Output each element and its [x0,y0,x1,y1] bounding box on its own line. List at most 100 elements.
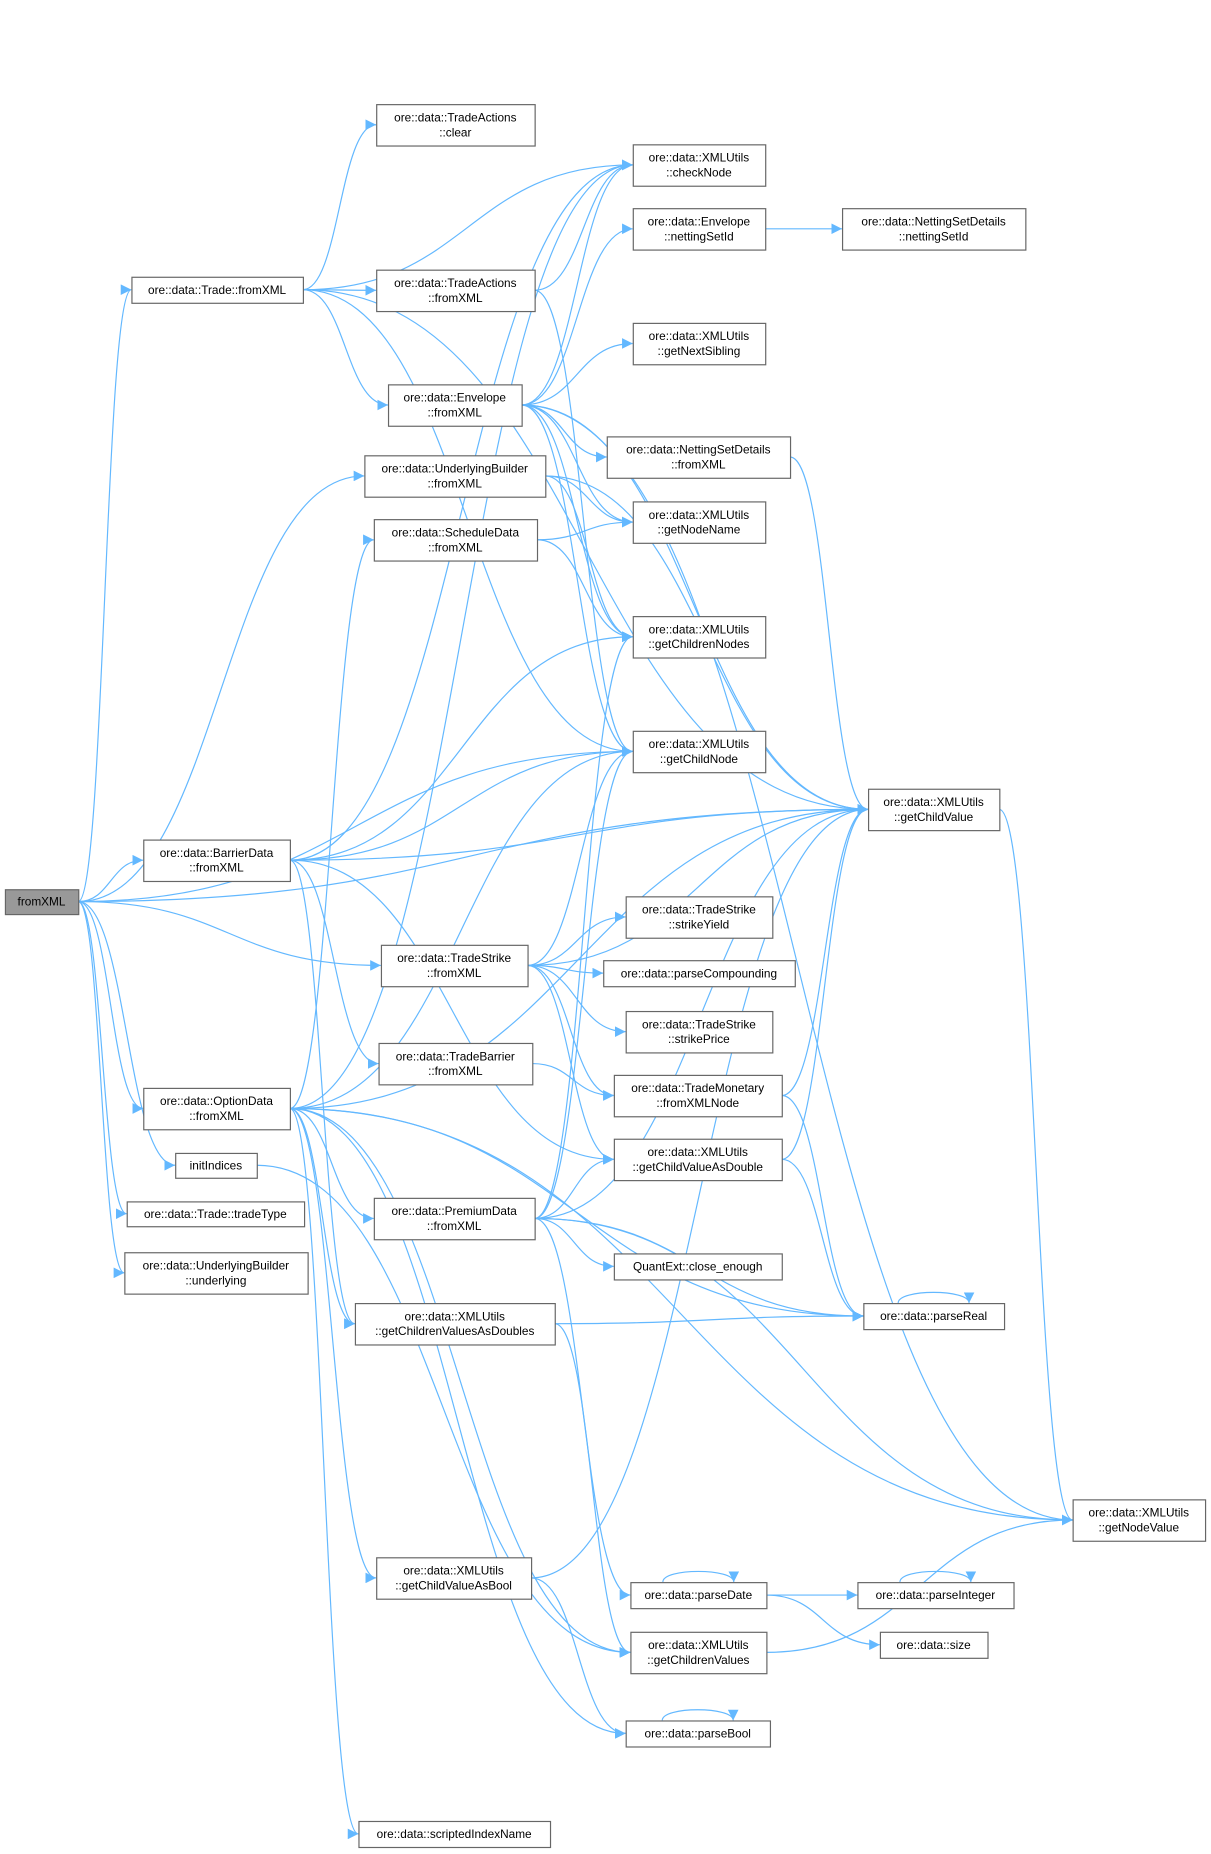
node-box [630,1631,768,1675]
node-parsereal[interactable]: ore::data::parseReal [863,1303,1006,1331]
node-env-fromxml[interactable]: ore::data::Envelope::fromXML [387,384,523,427]
node-label: ore::data::XMLUtils [883,795,984,809]
node-label: ::getNodeValue [1098,1521,1179,1535]
node-box [632,616,767,659]
node-ub-underlying[interactable]: ore::data::UnderlyingBuilder::underlying [124,1252,309,1295]
node-scriptedindex[interactable]: ore::data::scriptedIndexName [358,1820,552,1849]
edge-od-fromxml-to-cvs-doubles [289,1107,355,1329]
edge-bd-fromxml-to-childnode [289,746,633,861]
edge-env-fromxml-to-checknode [521,159,633,406]
node-box [625,1010,774,1054]
edge-ub-fromxml-to-childrennodes [545,475,633,643]
node-nsd-fromxml[interactable]: ore::data::NettingSetDetails::fromXML [606,436,792,479]
node-label: ore::data::parseInteger [876,1588,996,1602]
edge-od-fromxml-to-sd-fromxml [289,534,374,1110]
node-label: ore::data::Trade::fromXML [148,283,287,297]
node-label: ::nettingSetId [899,229,969,243]
node-nextsibling[interactable]: ore::data::XMLUtils::getNextSibling [632,322,767,366]
edge-tm-fromxmlnode-to-parsereal [781,1094,864,1322]
node-ub-fromxml[interactable]: ore::data::UnderlyingBuilder::fromXML [364,455,547,498]
node-cv-bool[interactable]: ore::data::XMLUtils::getChildValueAsBool [376,1557,533,1600]
node-label: ore::data::XMLUtils [649,737,750,751]
node-size[interactable]: ore::data::size [879,1631,989,1659]
node-label: ore::data::NettingSetDetails [626,443,771,457]
node-box [613,1138,783,1182]
node-bd-fromxml[interactable]: ore::data::BarrierData::fromXML [143,839,291,883]
node-box [380,944,529,988]
node-parsebool[interactable]: ore::data::parseBool [625,1720,772,1748]
node-nodename[interactable]: ore::data::XMLUtils::getNodeName [632,501,767,544]
node-initindices[interactable]: initIndices [175,1152,258,1179]
edge-tm-fromxmlnode-to-childvalue [781,804,869,1097]
node-label: ore::data::NettingSetDetails [861,215,1006,229]
node-tb-fromxml[interactable]: ore::data::TradeBarrier::fromXML [378,1042,534,1086]
node-box [175,1152,258,1179]
node-env-nsid[interactable]: ore::data::Envelope::nettingSetId [632,208,767,251]
node-sd-fromxml[interactable]: ore::data::ScheduleData::fromXML [373,519,539,562]
node-nsd-nsid[interactable]: ore::data::NettingSetDetails::nettingSet… [841,208,1027,251]
node-box [1072,1499,1207,1542]
node-box [632,208,767,251]
edge-cvs-doubles-to-childrenvalues [554,1323,631,1658]
node-tradetype[interactable]: ore::data::Trade::tradeType [126,1201,306,1228]
node-ta-clear[interactable]: ore::data::TradeActions::clear [376,104,536,147]
edge-ts-fromxml-to-ts-yield [527,911,626,967]
edge-od-fromxml-to-parsereal [289,1107,864,1322]
node-box [376,1557,533,1600]
node-parseint[interactable]: ore::data::parseInteger [857,1582,1015,1610]
node-label: ::underlying [185,1273,246,1287]
edge-cv-bool-to-parsebool [531,1577,626,1739]
node-pd-fromxml[interactable]: ore::data::PremiumData::fromXML [373,1197,536,1241]
node-box [364,455,547,498]
edge-parsebool-to-parsebool [661,1709,739,1721]
node-label: ore::data::Trade::tradeType [144,1207,287,1221]
node-box [625,896,774,939]
node-label: QuantExt::close_enough [633,1259,762,1273]
edge-pd-fromxml-to-nodevalue [534,1217,1073,1526]
node-ts-price[interactable]: ore::data::TradeStrike::strikePrice [625,1010,774,1054]
node-close-enough[interactable]: QuantExt::close_enough [613,1253,783,1281]
node-box [863,1303,1006,1331]
node-childvalue[interactable]: ore::data::XMLUtils::getChildValue [867,788,1001,832]
node-parsedate[interactable]: ore::data::parseDate [630,1582,768,1610]
node-ts-yield[interactable]: ore::data::TradeStrike::strikeYield [625,896,774,939]
edge-pd-fromxml-to-childnode [534,746,633,1220]
node-childrenvalues[interactable]: ore::data::XMLUtils::getChildrenValues [630,1631,768,1675]
node-box [143,839,291,883]
edge-root-to-ts-fromxml [78,900,381,971]
node-label: ::getNextSibling [658,344,741,358]
node-box [387,384,523,427]
node-box [358,1820,552,1849]
edge-env-fromxml-to-env-nsid [521,223,633,406]
node-ts-fromxml[interactable]: ore::data::TradeStrike::fromXML [380,944,529,988]
node-label: ore::data::TradeStrike [642,903,756,917]
node-root[interactable]: fromXML [4,889,80,916]
node-box [126,1201,306,1228]
edges [77,119,1073,1839]
node-ta-fromxml[interactable]: ore::data::TradeActions::fromXML [376,269,536,313]
node-label: ore::data::XMLUtils [403,1564,504,1578]
node-box [143,1087,291,1131]
node-trade-fromxml[interactable]: ore::data::Trade::fromXML [131,276,304,304]
node-label: ::getChildValueAsBool [395,1578,512,1592]
node-parsecomp[interactable]: ore::data::parseCompounding [603,960,796,988]
node-box [376,104,536,147]
edge-ts-fromxml-to-ts-price [527,964,626,1037]
edge-od-fromxml-to-pd-fromxml [289,1107,374,1224]
node-childrennodes[interactable]: ore::data::XMLUtils::getChildrenNodes [632,616,767,659]
edge-sd-fromxml-to-childrennodes [536,539,633,643]
node-childnode[interactable]: ore::data::XMLUtils::getChildNode [632,730,767,774]
node-cv-double[interactable]: ore::data::XMLUtils::getChildValueAsDoub… [613,1138,783,1182]
node-tm-fromxmlnode[interactable]: ore::data::TradeMonetary::fromXMLNode [613,1074,783,1118]
node-cvs-doubles[interactable]: ore::data::XMLUtils::getChildrenValuesAs… [354,1303,556,1346]
node-checknode[interactable]: ore::data::XMLUtils::checkNode [632,144,767,187]
edge-parsereal-to-parsereal [897,1291,975,1304]
edge-ts-fromxml-to-parsecomp [527,964,604,979]
node-label: ore::data::UnderlyingBuilder [143,1259,289,1273]
node-nodevalue[interactable]: ore::data::XMLUtils::getNodeValue [1072,1499,1207,1542]
node-box [378,1042,534,1086]
edge-env-fromxml-to-nextsibling [521,338,633,406]
node-box [867,788,1001,832]
node-label: ore::data::TradeActions [394,276,516,290]
node-od-fromxml[interactable]: ore::data::OptionData::fromXML [143,1087,291,1131]
